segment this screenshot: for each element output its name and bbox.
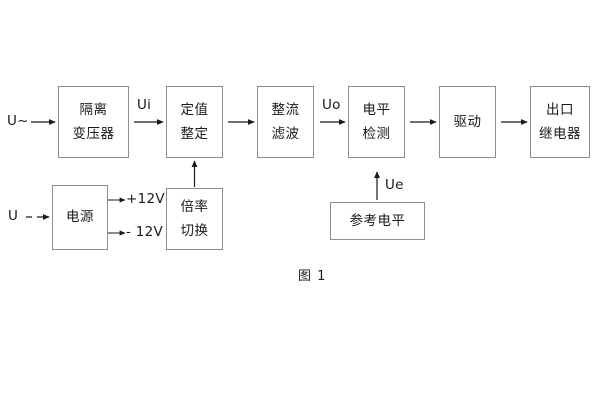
block-power-supply-line1: 电源 (66, 209, 94, 226)
block-multiplier-switch-line1: 倍率 (180, 199, 209, 216)
block-isolation-transformer-line2: 变压器 (72, 125, 115, 142)
figure-caption: 图 1 (298, 269, 327, 284)
block-setting-value[interactable]: 定值 整定 (166, 86, 223, 158)
block-rectify-filter[interactable]: 整流 滤波 (257, 86, 314, 158)
block-output-relay-line2: 继电器 (539, 125, 581, 142)
block-drive[interactable]: 驱动 (439, 86, 496, 158)
block-isolation-transformer[interactable]: 隔离 变压器 (58, 86, 129, 158)
label-input-ac: U~ (7, 113, 29, 129)
label-rail-positive: +12V (126, 191, 165, 207)
block-power-supply[interactable]: 电源 (52, 185, 108, 250)
block-level-detection-line2: 检测 (362, 125, 391, 142)
block-multiplier-switch-line2: 切换 (180, 222, 209, 239)
block-rectify-filter-line1: 整流 (271, 102, 300, 119)
block-reference-level[interactable]: 参考电平 (330, 202, 425, 240)
label-signal-ui: Ui (137, 97, 152, 113)
label-rail-negative: - 12V (126, 224, 164, 240)
block-setting-value-line2: 整定 (180, 125, 209, 142)
block-isolation-transformer-line1: 隔离 (79, 102, 108, 119)
block-output-relay-line1: 出口 (546, 102, 574, 119)
label-input-dc: U (8, 208, 19, 224)
block-output-relay[interactable]: 出口 继电器 (530, 86, 590, 158)
block-reference-level-line1: 参考电平 (349, 212, 406, 229)
block-level-detection-line1: 电平 (362, 102, 391, 119)
label-signal-ue: Ue (385, 177, 404, 193)
block-level-detection[interactable]: 电平 检测 (348, 86, 405, 158)
block-drive-line1: 驱动 (453, 113, 482, 130)
block-multiplier-switch[interactable]: 倍率 切换 (166, 188, 223, 250)
label-signal-uo: Uo (322, 97, 341, 113)
block-setting-value-line1: 定值 (180, 102, 209, 119)
block-rectify-filter-line2: 滤波 (271, 125, 300, 142)
